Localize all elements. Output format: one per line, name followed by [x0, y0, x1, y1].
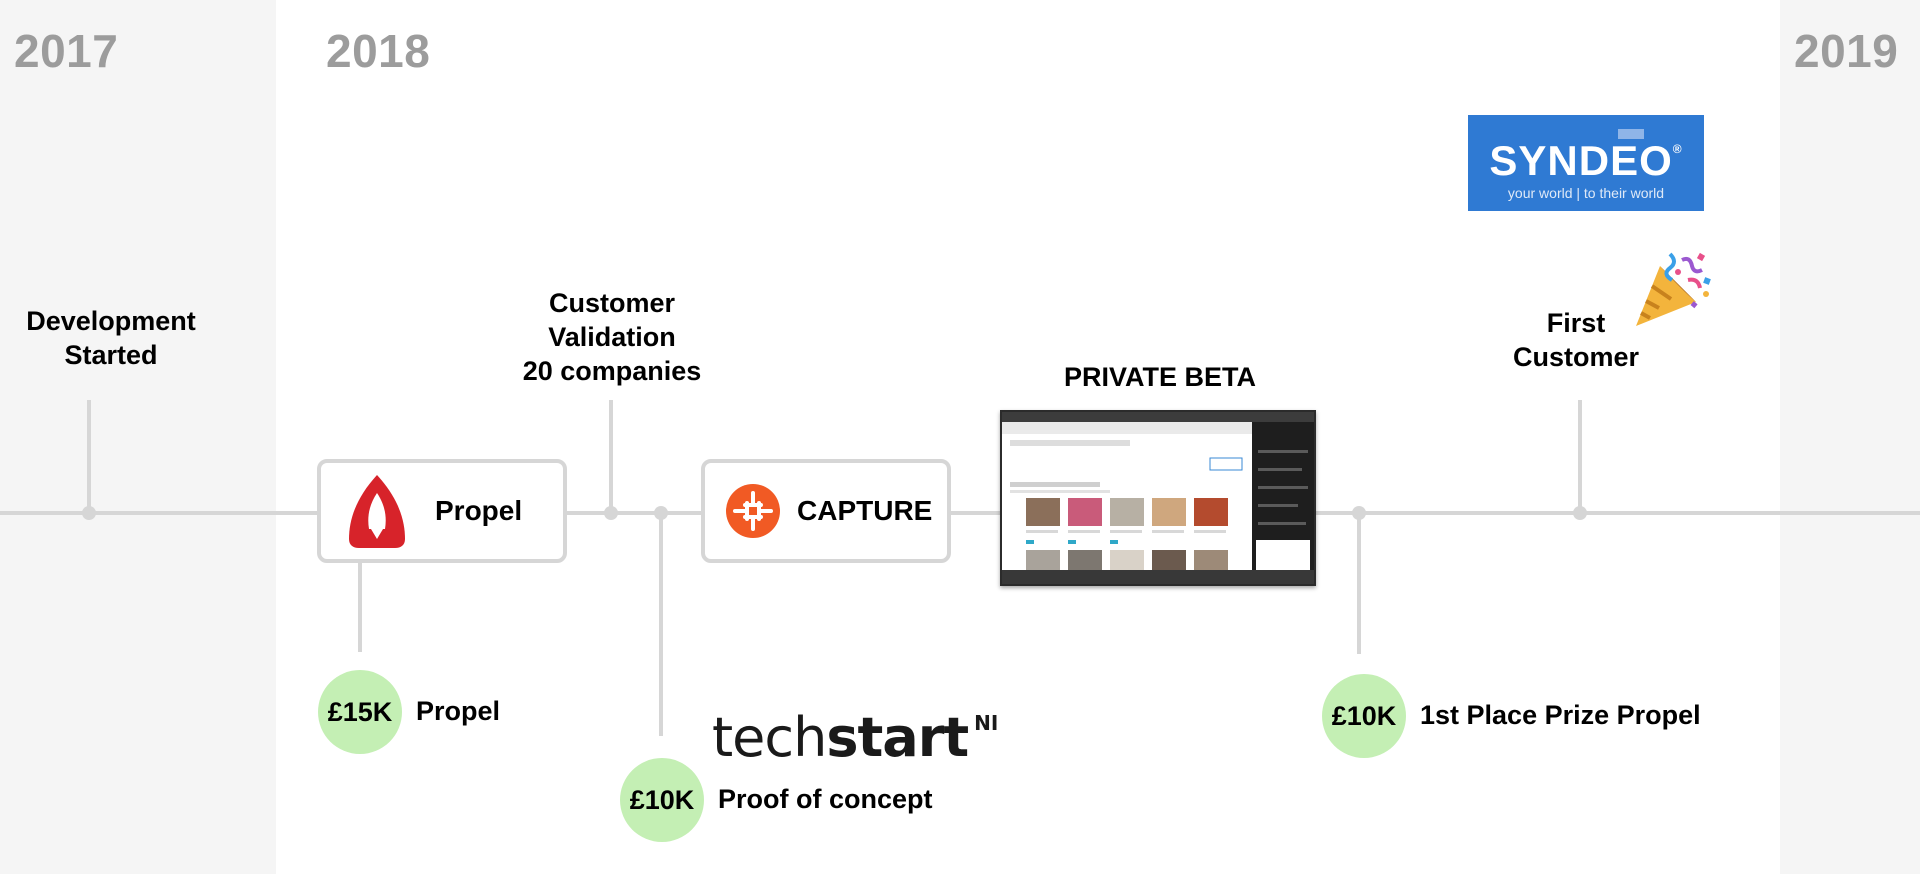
timeline-dot [1573, 506, 1587, 520]
syndeo-logo-bar [1618, 129, 1644, 139]
funding-bubble-propel: £15K [318, 670, 402, 754]
year-2018: 2018 [326, 25, 431, 77]
connector-development [87, 400, 91, 512]
rocket-icon [349, 475, 405, 548]
timeline-dot [1352, 506, 1366, 520]
capture-program-box: CAPTURE [701, 459, 951, 563]
connector-validation [609, 400, 613, 512]
milestone-first-customer: First Customer [1512, 308, 1640, 372]
year-2017: 2017 [14, 25, 119, 77]
timeline-dot [654, 506, 668, 520]
timeline-dot [604, 506, 618, 520]
milestone-private-beta: PRIVATE BETA [1063, 362, 1256, 392]
propel-box-label: Propel [435, 495, 523, 526]
screenshot-thumbnail [1000, 410, 1316, 586]
party-popper-icon [1636, 252, 1711, 326]
syndeo-logo: SYNDEO® your world | to their world [1468, 115, 1704, 211]
propel-program-box: Propel [317, 459, 567, 563]
private-beta-screenshot [1000, 410, 1316, 586]
timeline-line [0, 511, 1920, 515]
funding-bubble-techstart: £10K [620, 758, 704, 842]
connector-first-customer [1578, 400, 1582, 512]
milestone-customer-validation: Customer Validation 20 companies [522, 288, 702, 386]
timeline-dot [82, 506, 96, 520]
milestone-development-started: Development Started [26, 306, 196, 370]
funding-label-prize: 1st Place Prize Propel [1420, 700, 1701, 730]
syndeo-tagline: your world | to their world [1507, 185, 1665, 201]
connector-prize [1357, 512, 1361, 654]
funding-bubble-prize: £10K [1322, 674, 1406, 758]
capture-icon [726, 484, 780, 538]
funding-label-proof-of-concept: Proof of concept [718, 784, 933, 814]
syndeo-logo-name: SYNDEO® [1489, 137, 1683, 184]
funding-label-propel: Propel [416, 696, 501, 726]
capture-box-label: CAPTURE [797, 495, 933, 526]
connector-propel-funding [358, 562, 362, 652]
connector-techstart [659, 512, 663, 736]
year-2019: 2019 [1794, 25, 1899, 77]
